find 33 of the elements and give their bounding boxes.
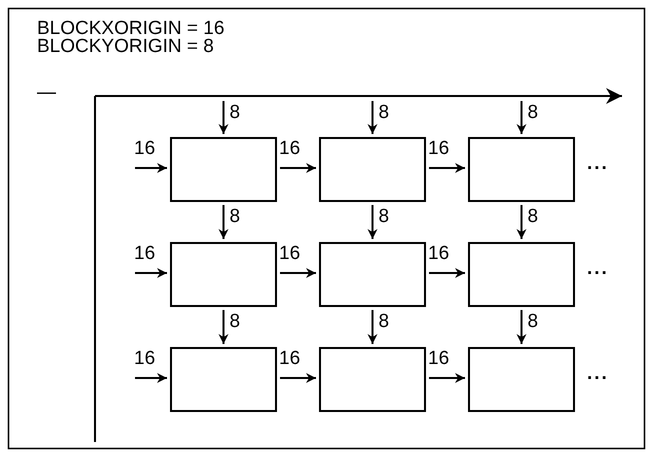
arrow xyxy=(368,205,378,239)
arrow xyxy=(516,101,526,134)
arrow xyxy=(135,268,167,278)
arrow xyxy=(368,310,378,344)
arrow xyxy=(280,268,316,278)
dash-mark: — xyxy=(37,83,56,103)
block-box xyxy=(170,242,277,307)
arrow xyxy=(429,163,465,173)
ellipsis-text: ... xyxy=(587,259,609,279)
arrow xyxy=(429,268,465,278)
block-box xyxy=(170,137,277,202)
block-box xyxy=(468,137,575,202)
block-box xyxy=(468,347,575,412)
arrow xyxy=(135,163,167,173)
block-box xyxy=(170,347,277,412)
ellipsis-text: ... xyxy=(587,364,609,384)
ellipsis-text: ... xyxy=(587,154,609,174)
header-text: BLOCKXORIGIN = 16 xyxy=(37,19,224,39)
arrow xyxy=(516,205,526,239)
arrow xyxy=(280,163,316,173)
arrow xyxy=(218,310,228,344)
block-box xyxy=(319,242,426,307)
block-box xyxy=(319,347,426,412)
arrow xyxy=(218,205,228,239)
arrow xyxy=(516,310,526,344)
arrow xyxy=(218,101,228,134)
arrow xyxy=(368,101,378,134)
header-text: BLOCKYORIGIN = 8 xyxy=(37,37,214,57)
block-box xyxy=(468,242,575,307)
arrow xyxy=(280,373,316,383)
arrow xyxy=(135,373,167,383)
arrow xyxy=(429,373,465,383)
block-box xyxy=(319,137,426,202)
